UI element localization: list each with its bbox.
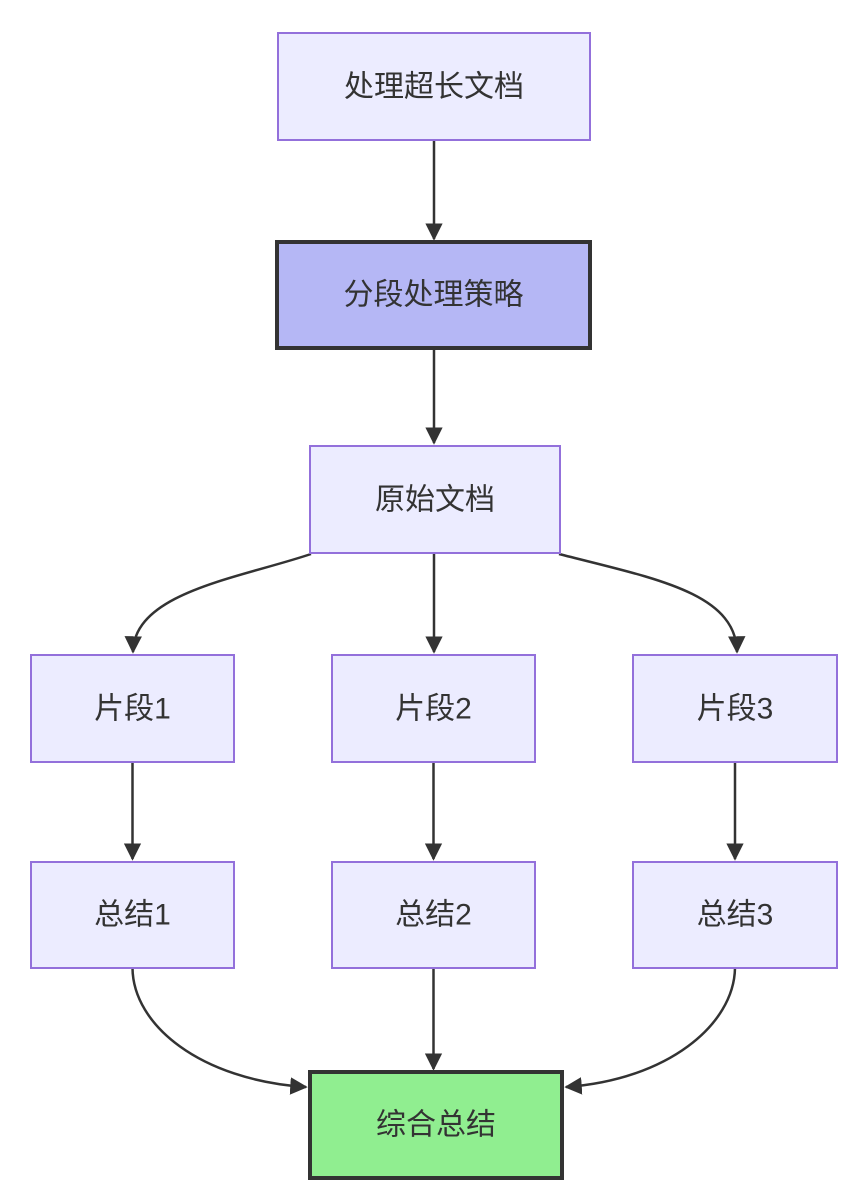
node-summary-3: 总结3 [632, 861, 838, 969]
node-strategy-label: 分段处理策略 [344, 279, 524, 312]
node-strategy: 分段处理策略 [275, 240, 592, 350]
node-fragment-3-box [632, 654, 838, 763]
node-strategy-box [275, 240, 592, 350]
edge-source-doc-fragment-3 [558, 552, 746, 654]
edge-summary-1-final-summary [131, 967, 308, 1095]
node-summary-3-box [632, 861, 838, 969]
node-final-summary: 综合总结 [308, 1070, 564, 1180]
node-fragment-1: 片段1 [30, 654, 235, 763]
node-fragment-2: 片段2 [331, 654, 536, 763]
node-summary-2: 总结2 [331, 861, 536, 969]
node-summary-1: 总结1 [30, 861, 235, 969]
node-task-label: 处理超长文档 [344, 71, 524, 104]
node-source-doc-box [309, 445, 561, 554]
edge-source-doc-fragment-1 [124, 552, 312, 654]
node-fragment-1-label: 片段1 [94, 693, 171, 726]
node-fragment-1-box [30, 654, 235, 763]
edges-layer [123, 140, 746, 1095]
node-fragment-2-label: 片段2 [395, 693, 472, 726]
node-fragment-2-box [331, 654, 536, 763]
node-summary-3-label: 总结3 [697, 899, 774, 932]
node-fragment-3: 片段3 [632, 654, 838, 763]
node-final-summary-box [308, 1070, 564, 1180]
node-task-box [277, 32, 591, 141]
node-summary-2-box [331, 861, 536, 969]
node-fragment-3-label: 片段3 [697, 693, 774, 726]
node-source-doc: 原始文档 [309, 445, 561, 554]
node-summary-2-label: 总结2 [395, 899, 472, 932]
node-source-doc-label: 原始文档 [375, 484, 495, 517]
node-final-summary-label: 综合总结 [376, 1109, 496, 1142]
edge-summary-3-final-summary [564, 967, 737, 1095]
nodes-layer: 处理超长文档 分段处理策略 原始文档 片段1 片段2 片段3 [30, 32, 838, 1180]
node-task: 处理超长文档 [277, 32, 591, 141]
node-summary-1-label: 总结1 [94, 899, 171, 932]
node-summary-1-box [30, 861, 235, 969]
